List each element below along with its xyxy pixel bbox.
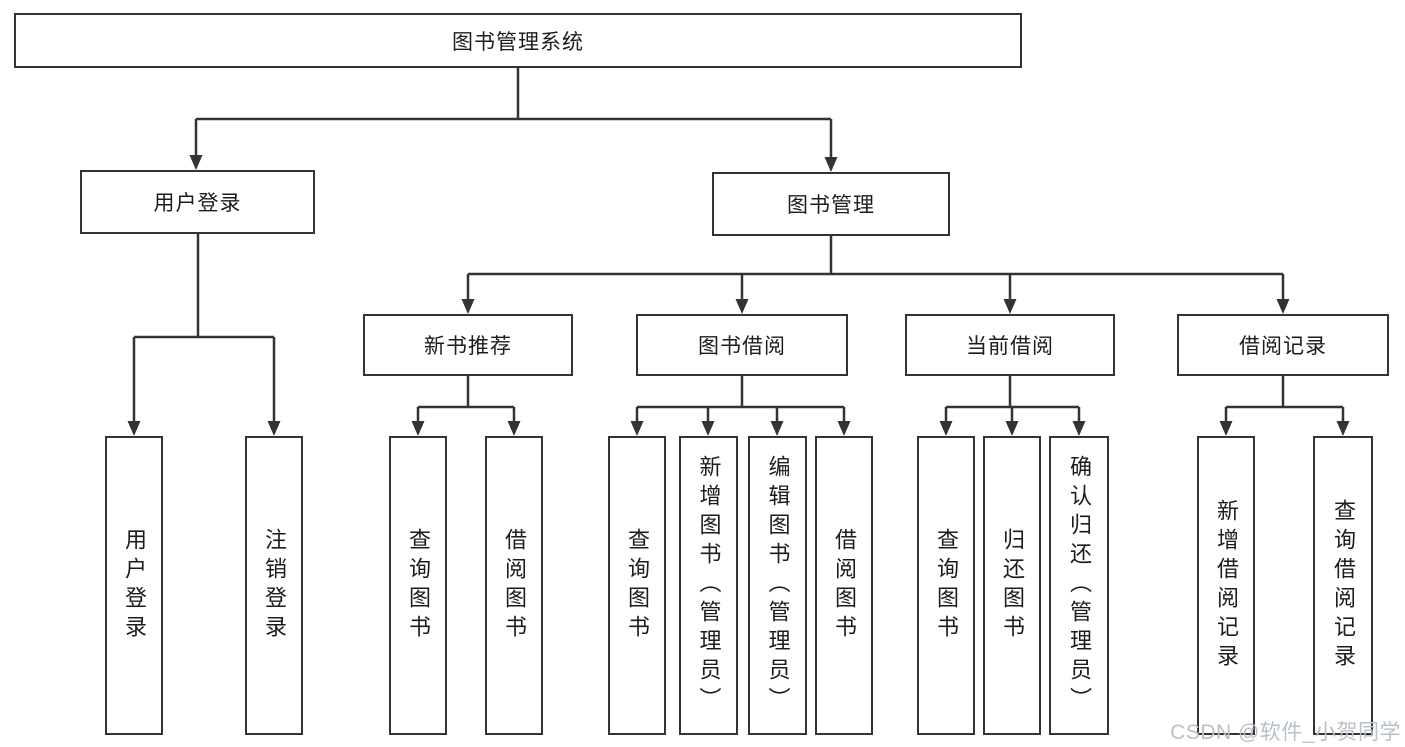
leaf-query-borrow-record-label: 查询借阅记录	[1331, 498, 1356, 673]
leaf-edit-book-admin: 编辑图书（管理员）	[748, 436, 807, 735]
node-user-login: 用户登录	[80, 170, 315, 234]
leaf-borrow-books-recommend-label: 借阅图书	[502, 527, 527, 644]
leaf-return-books-label: 归还图书	[1000, 527, 1025, 644]
leaf-query-books-recommend-label: 查询图书	[406, 527, 431, 644]
leaf-add-borrow-record-label: 新增借阅记录	[1214, 498, 1239, 673]
node-current-borrowing: 当前借阅	[905, 314, 1115, 376]
node-book-borrowing: 图书借阅	[636, 314, 848, 376]
node-borrowing-records-label: 借阅记录	[1239, 335, 1327, 358]
leaf-return-books: 归还图书	[983, 436, 1041, 735]
node-root-label: 图书管理系统	[452, 30, 584, 54]
leaf-query-borrow-record: 查询借阅记录	[1313, 436, 1373, 735]
leaf-add-borrow-record: 新增借阅记录	[1197, 436, 1255, 735]
node-book-management-label: 图书管理	[787, 194, 875, 217]
node-new-book-recommend-label: 新书推荐	[424, 335, 512, 358]
node-book-management: 图书管理	[712, 172, 950, 236]
leaf-confirm-return-admin: 确认归还（管理员）	[1049, 436, 1109, 735]
leaf-query-books-recommend: 查询图书	[389, 436, 447, 735]
leaf-borrow-books: 借阅图书	[815, 436, 873, 735]
leaf-query-books-current: 查询图书	[917, 436, 975, 735]
leaf-logout-label: 注销登录	[262, 527, 287, 644]
leaf-borrow-books-label: 借阅图书	[832, 527, 857, 644]
node-book-borrowing-label: 图书借阅	[698, 335, 786, 358]
leaf-query-books-borrow-label: 查询图书	[625, 527, 650, 644]
csdn-watermark: CSDN @软件_小贺同学	[1170, 721, 1401, 744]
leaf-confirm-return-admin-label: 确认归还（管理员）	[1067, 455, 1092, 716]
leaf-borrow-books-recommend: 借阅图书	[485, 436, 543, 735]
leaf-add-book-admin-label: 新增图书（管理员）	[696, 455, 722, 716]
leaf-query-books-current-label: 查询图书	[934, 527, 959, 644]
node-current-borrowing-label: 当前借阅	[966, 335, 1054, 358]
leaf-user-login-label: 用户登录	[122, 527, 147, 644]
node-new-book-recommend: 新书推荐	[363, 314, 573, 376]
node-root-system: 图书管理系统	[14, 13, 1022, 68]
node-user-login-label: 用户登录	[153, 192, 242, 215]
leaf-logout: 注销登录	[245, 436, 303, 735]
leaf-edit-book-admin-label: 编辑图书（管理员）	[765, 455, 791, 716]
leaf-query-books-borrow: 查询图书	[608, 436, 666, 735]
node-borrowing-records: 借阅记录	[1177, 314, 1389, 376]
leaf-user-login: 用户登录	[105, 436, 163, 735]
leaf-add-book-admin: 新增图书（管理员）	[679, 436, 738, 735]
